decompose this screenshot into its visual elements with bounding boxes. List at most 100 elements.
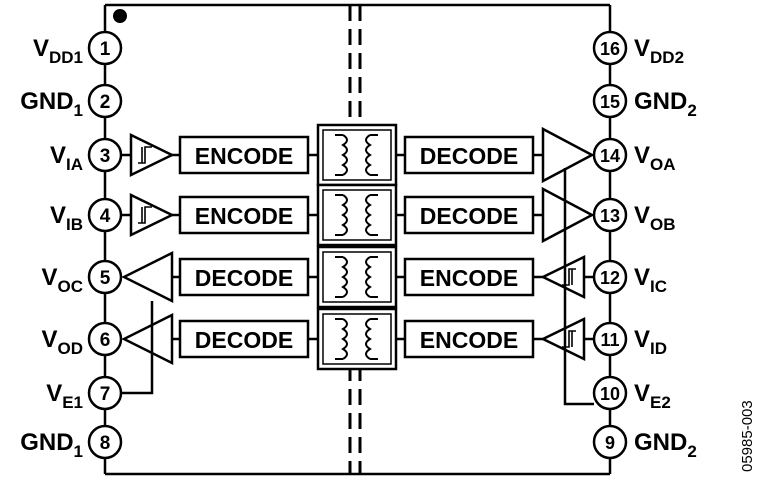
part-number: 05985-003 [739,400,756,472]
pin-11-label-subscript: ID [650,339,667,358]
pin-9-circle [592,424,628,460]
input-buffer-d-icon [540,316,586,362]
pin-14-label-text: V [634,142,650,169]
pin-13-label-text: V [634,202,650,229]
pin-3-number: 3 [100,146,111,167]
pin-4-label: VIB [50,202,83,234]
pin-14-label-subscript: OA [650,155,676,174]
channel-3-left-block-label: DECODE [195,265,293,291]
pin-5-number: 5 [100,268,111,289]
channel-1-transformer-icon [316,123,398,187]
pin-5-label: VOC [41,264,83,296]
pin-3-label-subscript: IA [66,155,83,174]
pin-1-label: VDD1 [33,35,83,67]
pin-10-label-text: V [634,380,650,407]
pin-7-label-text: V [46,380,62,407]
pin-13-label: VOB [634,202,676,234]
pin-15-circle [592,83,628,119]
pin-16-label-text: V [634,35,650,62]
pin-3-label: VIA [50,142,83,174]
pin-15-label-subscript: 2 [687,101,696,120]
pin-13-label-subscript: OB [650,215,676,234]
pin-5-label-subscript: OC [58,277,84,296]
channel-2-left-block-label: ENCODE [195,203,293,229]
pin-6-label-text: V [41,326,57,353]
pin-1-label-subscript: DD1 [49,48,83,67]
pin-12-number: 12 [600,268,620,288]
pin-7-number: 7 [100,384,111,405]
pin-8-label: GND1 [20,429,83,461]
pin-8-circle [87,424,123,460]
pin-8-label-subscript: 1 [74,442,83,461]
pin-1-number: 1 [100,39,111,60]
pin-1-label-text: V [33,35,49,62]
pin-9-label-text: GND [634,429,687,456]
pin-12-label-text: V [634,264,650,291]
pin-9-label-subscript: 2 [687,442,696,461]
pin-10-label-subscript: E2 [650,393,671,412]
channel-2-transformer-icon [316,183,398,247]
pin-16-label: VDD2 [634,35,684,67]
package-outline [103,3,612,476]
pin-6-label-subscript: OD [58,339,84,358]
pin-4-number: 4 [100,206,111,227]
pin-16-label-subscript: DD2 [650,48,684,67]
pin-13-number: 13 [600,206,620,226]
pin-16-number: 16 [600,39,620,59]
pin-16-circle [592,30,628,66]
enable-1-wire [121,301,154,395]
channel-4-transformer-icon [316,307,398,371]
pin-15-number: 15 [600,92,620,112]
channel-3-left-block [178,257,310,297]
pin-14-label: VOA [634,142,676,174]
output-buffer-c-icon [121,250,174,304]
pin-4-label-subscript: IB [66,215,83,234]
pin-6-number: 6 [100,330,111,351]
channel-2-right-block-label: DECODE [420,203,518,229]
pin-5-circle [87,259,123,295]
pin-6-circle [87,321,123,357]
pin-2-label-text: GND [20,88,73,115]
channel-1-left-block-label: ENCODE [195,143,293,169]
pin-5-label-text: V [41,264,57,291]
output-buffer-b-icon [541,186,595,244]
channel-1-right-block-label: DECODE [420,143,518,169]
input-buffer-c-icon [540,254,586,300]
pin-1-circle [87,30,123,66]
pin-2-number: 2 [100,92,111,113]
pin-8-label-text: GND [20,429,73,456]
enable-2-wire [563,168,594,406]
pin-8-number: 8 [100,433,111,454]
pin-3-label-text: V [50,142,66,169]
input-buffer-b-icon [129,192,175,238]
channel-4-right-block-label: ENCODE [420,327,518,353]
pin-9-number: 9 [605,433,615,453]
pin-7-label-subscript: E1 [62,393,83,412]
pin1-indicator-dot [113,9,127,23]
pin-2-label-subscript: 1 [74,101,83,120]
pin-11-number: 11 [600,330,619,350]
pin-9-label: GND2 [634,429,697,461]
channel-4-left-block-label: DECODE [195,327,293,353]
input-buffer-a-icon [129,132,175,178]
pin-7-label: VE1 [46,380,83,412]
channel-3-right-block-label: ENCODE [420,265,518,291]
pin-4-label-text: V [50,202,66,229]
pin-2-circle [87,83,123,119]
pin-14-number: 14 [600,146,620,166]
pin-10-circle [592,375,628,411]
pin-11-label-text: V [634,326,650,353]
pin-6-label: VOD [41,326,83,358]
pin-10-number: 10 [600,384,620,404]
output-buffer-d-icon [121,312,174,366]
pin-2-label: GND1 [20,88,83,120]
pin-12-label: VIC [634,264,667,296]
pin-12-label-subscript: IC [650,277,667,296]
output-buffer-a-icon [541,126,595,184]
pin-11-label: VID [634,326,667,358]
pin-15-label: GND2 [634,88,697,120]
pin-15-label-text: GND [634,88,687,115]
pin-10-label: VE2 [634,380,671,412]
channel-3-transformer-icon [316,245,398,309]
